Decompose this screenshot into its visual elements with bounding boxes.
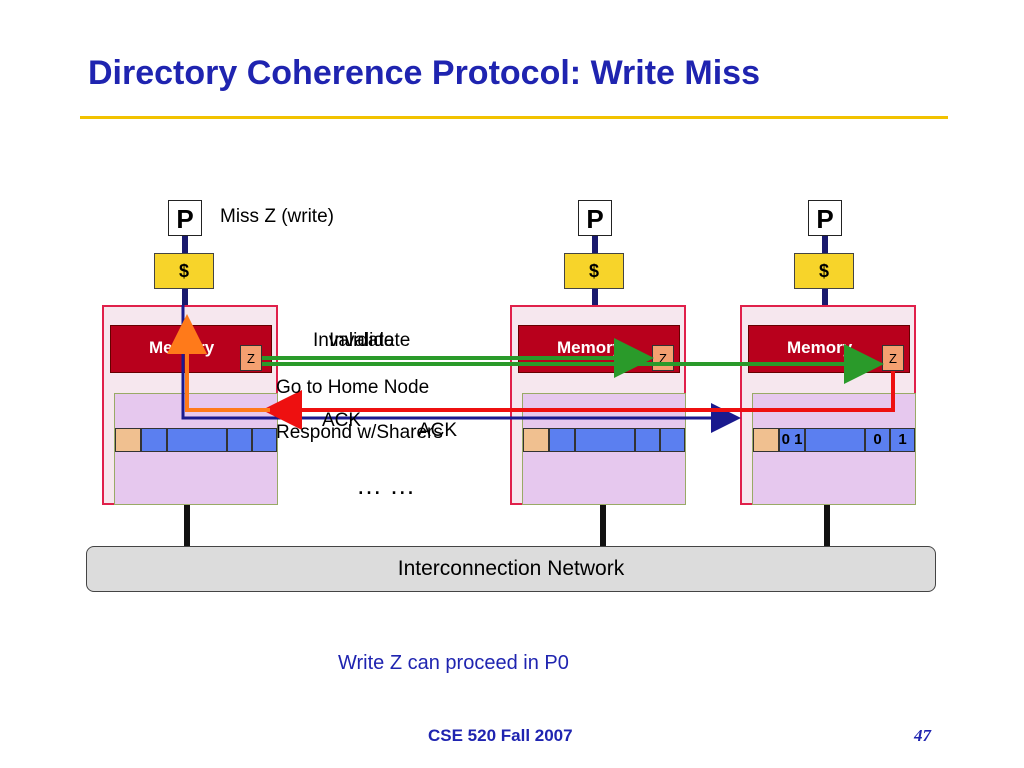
processor-box: P: [168, 200, 202, 236]
caption: Write Z can proceed in P0: [338, 652, 569, 674]
cache-node-link: [822, 289, 828, 305]
ack-label: ACK: [418, 420, 458, 441]
dir-bit-cell: 0 1: [779, 428, 805, 452]
dir-bit-cell: 0: [865, 428, 890, 452]
footer-course: CSE 520 Fall 2007: [428, 726, 573, 745]
ack-label: ACK: [322, 410, 362, 431]
cache-node-link: [592, 289, 598, 305]
cache-node-link: [182, 289, 188, 305]
dir-bit-cell: [141, 428, 167, 452]
ack-arrow: [167, 314, 270, 412]
page-number: 47: [914, 726, 931, 745]
dir-bit-cell: [575, 428, 635, 452]
dir-bit-cell: 1: [890, 428, 915, 452]
block-z-cell: Z: [240, 345, 262, 371]
network-stub: [600, 505, 606, 547]
node-1: Memory: [510, 305, 686, 505]
dir-bit-cell: [805, 428, 865, 452]
slide-title: Directory Coherence Protocol: Write Miss: [88, 54, 760, 92]
dir-bit-cell: [635, 428, 660, 452]
cache-box: $: [154, 253, 214, 289]
dir-bit-cell: [660, 428, 685, 452]
processor-box: P: [578, 200, 612, 236]
dir-tag-cell: [523, 428, 549, 452]
cache-box: $: [794, 253, 854, 289]
respond-label: Respond w/Sharers: [276, 422, 443, 443]
go-home-label: Go to Home Node: [276, 377, 430, 398]
network-stub: [824, 505, 830, 547]
dir-bit-cell: [252, 428, 277, 452]
invalidate-label: Invalidate: [329, 330, 411, 351]
dir-bit-cell: [227, 428, 252, 452]
cache-box: $: [564, 253, 624, 289]
ellipsis-label: … …: [356, 470, 416, 500]
directory-row: [115, 428, 277, 452]
proc-cache-link: [592, 236, 598, 254]
dir-bit-cell: [549, 428, 575, 452]
invalidate-label: Invalidate: [313, 330, 395, 351]
proc-cache-link: [822, 236, 828, 254]
processor-box: P: [808, 200, 842, 236]
dir-bit-cell: [167, 428, 227, 452]
dir-tag-cell: [115, 428, 141, 452]
directory-row: [523, 428, 685, 452]
dir-tag-cell: [753, 428, 779, 452]
proc-cache-link: [182, 236, 188, 254]
respond-arrow: [262, 371, 895, 430]
directory-row: 0 1 0 1: [753, 428, 915, 452]
network-stub: [184, 505, 190, 547]
title-rule: [80, 116, 948, 119]
go-home-arrow: [181, 305, 741, 433]
interconnection-network: Interconnection Network: [86, 546, 936, 592]
miss-label: Miss Z (write): [220, 206, 334, 227]
